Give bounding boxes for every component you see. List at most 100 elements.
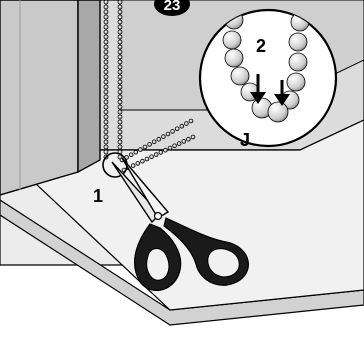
chain-bead — [289, 53, 307, 71]
chain-bead — [136, 162, 140, 166]
chain-bead — [118, 75, 122, 79]
chain-bead — [145, 157, 149, 161]
chain-bead — [118, 60, 122, 64]
chain-bead — [175, 127, 179, 131]
chain-bead — [104, 65, 108, 69]
chain-bead — [141, 159, 145, 163]
chain-bead — [118, 35, 122, 39]
chain-bead — [104, 85, 108, 89]
chain-bead — [104, 90, 108, 94]
chain-bead — [187, 137, 191, 141]
chain-bead — [182, 140, 186, 144]
chain-bead — [104, 80, 108, 84]
step-number: 23 — [164, 0, 181, 14]
chain-bead — [143, 145, 147, 149]
chain-bead — [104, 150, 108, 154]
chain-bead — [118, 15, 122, 19]
chain-bead — [118, 0, 122, 4]
detail-inset — [200, 10, 336, 146]
connector-label: J — [240, 130, 250, 150]
chain-bead — [104, 10, 108, 14]
detail-step-label: 2 — [256, 36, 266, 56]
chain-bead — [164, 148, 168, 152]
chain-bead — [104, 0, 108, 4]
chain-bead — [104, 40, 108, 44]
chain-bead — [104, 115, 108, 119]
chain-bead — [268, 102, 288, 122]
chain-bead — [231, 67, 249, 85]
chain-bead — [104, 5, 108, 9]
chain-bead — [118, 125, 122, 129]
chain-bead — [104, 135, 108, 139]
chain-bead — [104, 130, 108, 134]
chain-bead — [104, 35, 108, 39]
chain-bead — [223, 31, 241, 49]
chain-bead — [118, 50, 122, 54]
chain-bead — [159, 151, 163, 155]
chain-bead — [104, 20, 108, 24]
chain-bead — [104, 75, 108, 79]
chain-bead — [104, 50, 108, 54]
chain-bead — [118, 10, 122, 14]
chain-bead — [104, 145, 108, 149]
chain-bead — [189, 119, 193, 123]
chain-bead — [104, 140, 108, 144]
chain-bead — [129, 153, 133, 157]
chain-bead — [180, 124, 184, 128]
chain-bead — [104, 25, 108, 29]
chain-bead — [118, 110, 122, 114]
chain-bead — [118, 25, 122, 29]
chain-bead — [185, 122, 189, 126]
chain-bead — [171, 130, 175, 134]
chain-bead — [104, 110, 108, 114]
chain-bead — [104, 95, 108, 99]
chain-bead — [289, 33, 307, 51]
chain-bead — [166, 132, 170, 136]
chain-bead — [154, 153, 158, 157]
chain-bead — [152, 140, 156, 144]
chain-bead — [118, 55, 122, 59]
chain-bead — [118, 40, 122, 44]
chain-bead — [150, 155, 154, 159]
chain-bead — [134, 150, 138, 154]
chain-bead — [157, 137, 161, 141]
chain-bead — [104, 70, 108, 74]
chain-bead — [104, 120, 108, 124]
chain-bead — [118, 80, 122, 84]
chain-bead — [104, 55, 108, 59]
chain-bead — [118, 30, 122, 34]
chain-bead — [139, 148, 143, 152]
cut-point-label: 1 — [93, 186, 103, 206]
chain-bead — [118, 145, 122, 149]
chain-bead — [118, 70, 122, 74]
chain-bead — [104, 30, 108, 34]
chain-bead — [104, 125, 108, 129]
chain-bead — [118, 20, 122, 24]
chain-bead — [225, 49, 243, 67]
chain-bead — [104, 100, 108, 104]
chain-bead — [118, 5, 122, 9]
chain-bead — [104, 105, 108, 109]
chain-bead — [173, 144, 177, 148]
chain-bead — [118, 135, 122, 139]
chain-bead — [118, 105, 122, 109]
chain-bead — [287, 73, 305, 91]
chain-bead — [118, 90, 122, 94]
chain-bead — [118, 140, 122, 144]
chain-bead — [177, 142, 181, 146]
chain-bead — [118, 115, 122, 119]
chain-bead — [118, 45, 122, 49]
chain-bead — [104, 15, 108, 19]
blind-housing — [0, 0, 100, 195]
chain-bead — [118, 65, 122, 69]
chain-bead — [118, 130, 122, 134]
chain-bead — [131, 164, 135, 168]
chain-bead — [104, 60, 108, 64]
chain-bead — [118, 120, 122, 124]
chain-bead — [191, 135, 195, 139]
chain-bead — [118, 95, 122, 99]
chain-bead — [162, 135, 166, 139]
chain-bead — [118, 100, 122, 104]
chain-bead — [104, 45, 108, 49]
